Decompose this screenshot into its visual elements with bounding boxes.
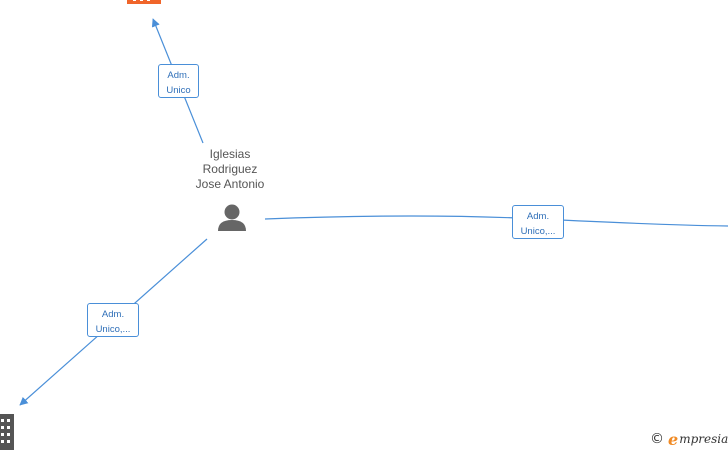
- edge-label-top[interactable]: Adm. Unico: [158, 64, 199, 98]
- edge-label-line: Unico,...: [520, 226, 556, 237]
- person-name-label[interactable]: Iglesias Rodriguez Jose Antonio: [180, 147, 280, 192]
- edge-label-line: Unico: [166, 85, 191, 96]
- edge-label-line: Adm.: [101, 309, 125, 320]
- brand-initial: e: [668, 429, 679, 449]
- edge-label-bottom[interactable]: Adm. Unico,...: [87, 303, 139, 337]
- brand-logo: © e mpresia: [650, 429, 728, 449]
- brand-name: mpresia: [679, 432, 728, 446]
- edge-line-right-company: [264, 215, 728, 227]
- person-icon[interactable]: [218, 204, 246, 232]
- person-name-line-3: Jose Antonio: [195, 177, 265, 191]
- edge-label-right[interactable]: Adm. Unico,...: [512, 205, 564, 239]
- company-building-icon[interactable]: [127, 0, 161, 4]
- company-building-icon[interactable]: [0, 414, 14, 450]
- edge-label-line: Adm.: [526, 211, 550, 222]
- copyright-symbol: ©: [650, 431, 664, 447]
- person-name-line-1: Iglesias: [209, 147, 251, 161]
- edge-label-line: Adm.: [167, 70, 190, 81]
- person-name-line-2: Rodriguez: [202, 162, 258, 176]
- edge-label-line: Unico,...: [95, 324, 131, 335]
